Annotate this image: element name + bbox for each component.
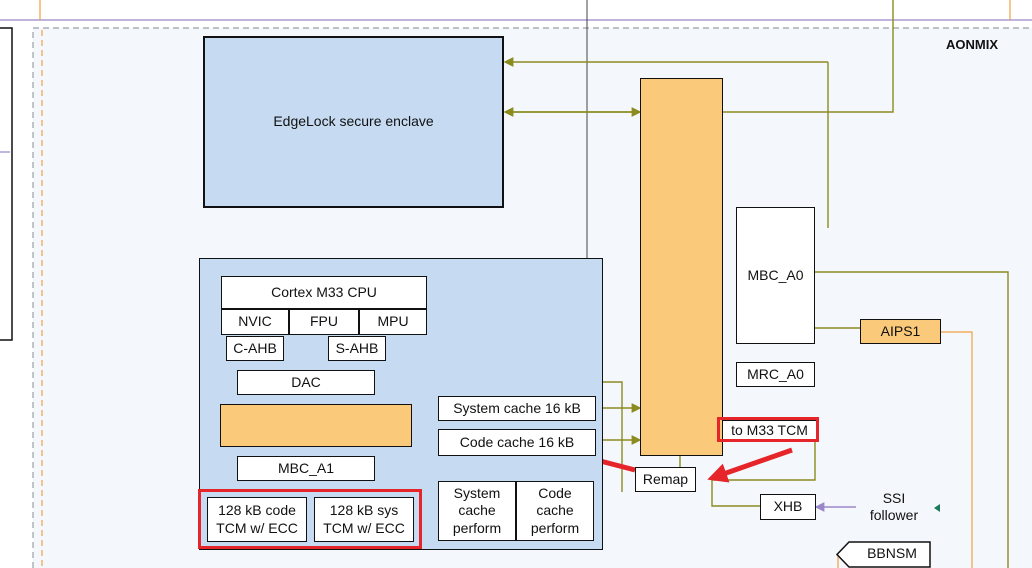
mrc-a0-block: MRC_A0 xyxy=(736,362,815,387)
edgelock-block: EdgeLock secure enclave xyxy=(203,36,504,208)
ssi-follower-label: SSI follower xyxy=(869,490,919,523)
bbnsm-label: BBNSM xyxy=(867,545,917,561)
xhb-block: XHB xyxy=(760,494,816,520)
mbc-a1-block: MBC_A1 xyxy=(237,456,375,481)
to-m33-tcm-highlight xyxy=(717,417,819,442)
system-cache-perf-block: System cache perform xyxy=(438,481,516,541)
s-ahb-port: S-AHB xyxy=(328,336,386,361)
tcm-highlight xyxy=(198,489,422,549)
tcm-sys-block: 128 kB sys TCM w/ ECC xyxy=(314,497,414,542)
main-interconnect-block xyxy=(640,78,723,456)
region-label: AONMIX xyxy=(946,37,998,52)
remap-block: Remap xyxy=(635,467,696,492)
system-cache-block: System cache 16 kB xyxy=(438,396,596,421)
fpu-block: FPU xyxy=(289,309,359,335)
mbc-a0-block: MBC_A0 xyxy=(736,207,815,344)
cortex-interconnect-block xyxy=(220,404,412,447)
mpu-block: MPU xyxy=(359,309,427,335)
cortex-m33-cpu: Cortex M33 CPU xyxy=(221,276,427,309)
code-cache-block: Code cache 16 kB xyxy=(438,429,596,456)
aips1-block: AIPS1 xyxy=(860,319,941,344)
orange-wires xyxy=(837,331,973,568)
to-m33-tcm-block: to M33 TCM xyxy=(722,420,817,441)
tcm-code-block: 128 kB code TCM w/ ECC xyxy=(207,497,307,542)
c-ahb-port: C-AHB xyxy=(226,336,284,361)
bbnsm-tag-shape xyxy=(835,541,931,568)
ssi-indicator-icon xyxy=(934,504,940,512)
dac-block: DAC xyxy=(237,370,375,395)
nvic-block: NVIC xyxy=(221,309,289,335)
code-cache-perf-block: Code cache perform xyxy=(516,481,594,541)
